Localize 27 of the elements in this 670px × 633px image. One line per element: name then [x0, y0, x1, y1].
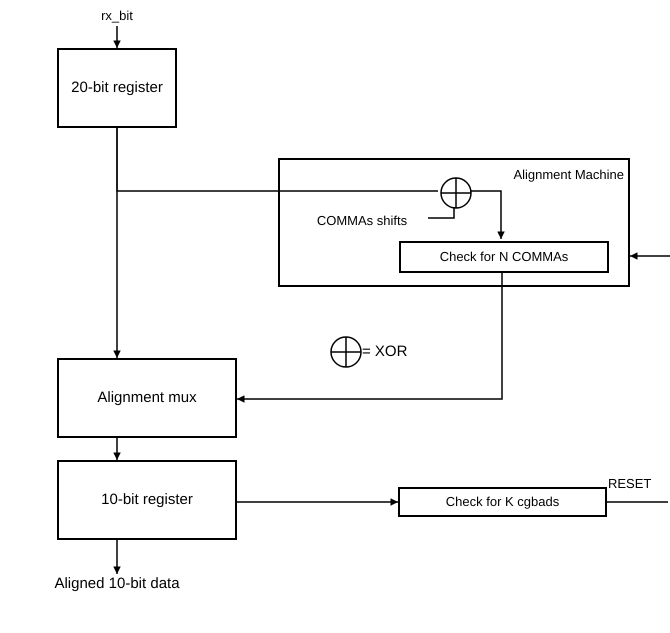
block-label: Alignment mux — [97, 388, 197, 408]
block-box — [399, 241, 609, 273]
block-label: 20-bit register — [71, 78, 163, 98]
connector-arrow — [428, 207, 455, 219]
connector-arrow — [237, 271, 503, 403]
legend-text: = XOR — [362, 342, 408, 362]
signal-label: Aligned 10-bit data — [54, 574, 180, 594]
group-box — [278, 158, 630, 287]
block-box — [57, 460, 237, 540]
connector-arrow — [113, 128, 121, 358]
connector-arrow — [630, 252, 670, 260]
block-box — [57, 358, 237, 438]
signal-label: COMMAs shifts — [316, 212, 408, 230]
signal-label: rx_bit — [101, 7, 133, 26]
edge-label: RESET — [607, 477, 652, 490]
connector-arrow — [113, 26, 121, 48]
block-label: Check for N COMMAs — [440, 248, 568, 266]
block-box — [57, 48, 177, 128]
group-title: Alignment Machine — [513, 168, 624, 181]
connector-arrow — [237, 498, 398, 506]
block-box — [398, 487, 607, 517]
connector-arrow — [113, 438, 121, 460]
xor-circle — [440, 177, 472, 209]
block-label: 10-bit register — [101, 490, 193, 510]
block-label: Check for K cgbads — [446, 493, 560, 512]
connector-arrow — [113, 540, 121, 574]
connector-arrow — [470, 190, 505, 239]
